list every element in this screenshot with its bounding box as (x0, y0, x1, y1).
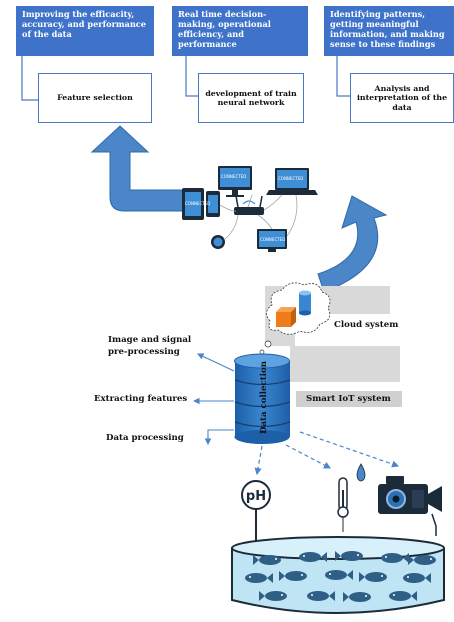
goal-box-1: Improving the efficacity, accuracy, and … (16, 6, 154, 56)
step-data-processing: Data processing (106, 433, 184, 443)
fish-icon (389, 591, 417, 601)
step-extracting-features: Extracting features (94, 394, 188, 404)
step-box-1: Feature selection (38, 73, 152, 123)
step-box-3: Analysis and interpretation of the data (350, 73, 454, 123)
data-collection-cylinder (234, 353, 291, 444)
fish-icon (299, 552, 327, 562)
camera-icon (378, 476, 442, 536)
fish-icon (307, 591, 335, 601)
fish-group (245, 551, 436, 602)
tablet-screen-text: CONNECTED (185, 201, 210, 206)
step-box-2: development of train neural network (198, 73, 304, 123)
iot-band (290, 346, 400, 382)
water-drop-icon (356, 463, 366, 482)
fish-icon (253, 555, 281, 565)
upward-bent-arrow (90, 125, 187, 212)
monitor-screen-text: CONNECTED (221, 174, 246, 179)
sensor-arrows (254, 431, 400, 476)
curved-return-arrow (317, 195, 388, 293)
iot-label-band (296, 391, 402, 407)
cloud-system-label: Cloud system (334, 320, 399, 330)
orange-cube-icon (276, 312, 291, 327)
fish-icon (359, 572, 387, 582)
desktop-screen-text: CONNECTED (260, 237, 285, 242)
data-collection-label: Data collection (259, 360, 269, 434)
fish-icon (245, 573, 273, 583)
processing-arrows (192, 353, 235, 446)
step-image-signal: Image and signal pre-processing (108, 335, 192, 357)
goal-box-3: Identifying patterns, getting meaningful… (324, 6, 454, 56)
cloud-icon (259, 282, 331, 355)
router-icon (234, 207, 264, 215)
fish-icon (403, 573, 431, 583)
fish-icon (335, 551, 363, 561)
thermometer-icon (337, 477, 349, 532)
fish-icon (279, 571, 307, 581)
blue-database-icon (299, 293, 311, 313)
fish-icon (408, 555, 436, 565)
goal-box-2: Real time decision-making, operational e… (172, 6, 308, 56)
iot-devices (182, 166, 318, 252)
top-connectors (21, 55, 350, 101)
laptop-screen-text: CONNECTED (278, 176, 303, 181)
fish-icon (381, 553, 409, 563)
fish-icon (259, 591, 287, 601)
fish-icon (325, 570, 353, 580)
smart-iot-label: Smart IoT system (306, 394, 391, 404)
ph-label: pH (246, 489, 266, 504)
fish-icon (343, 592, 371, 602)
